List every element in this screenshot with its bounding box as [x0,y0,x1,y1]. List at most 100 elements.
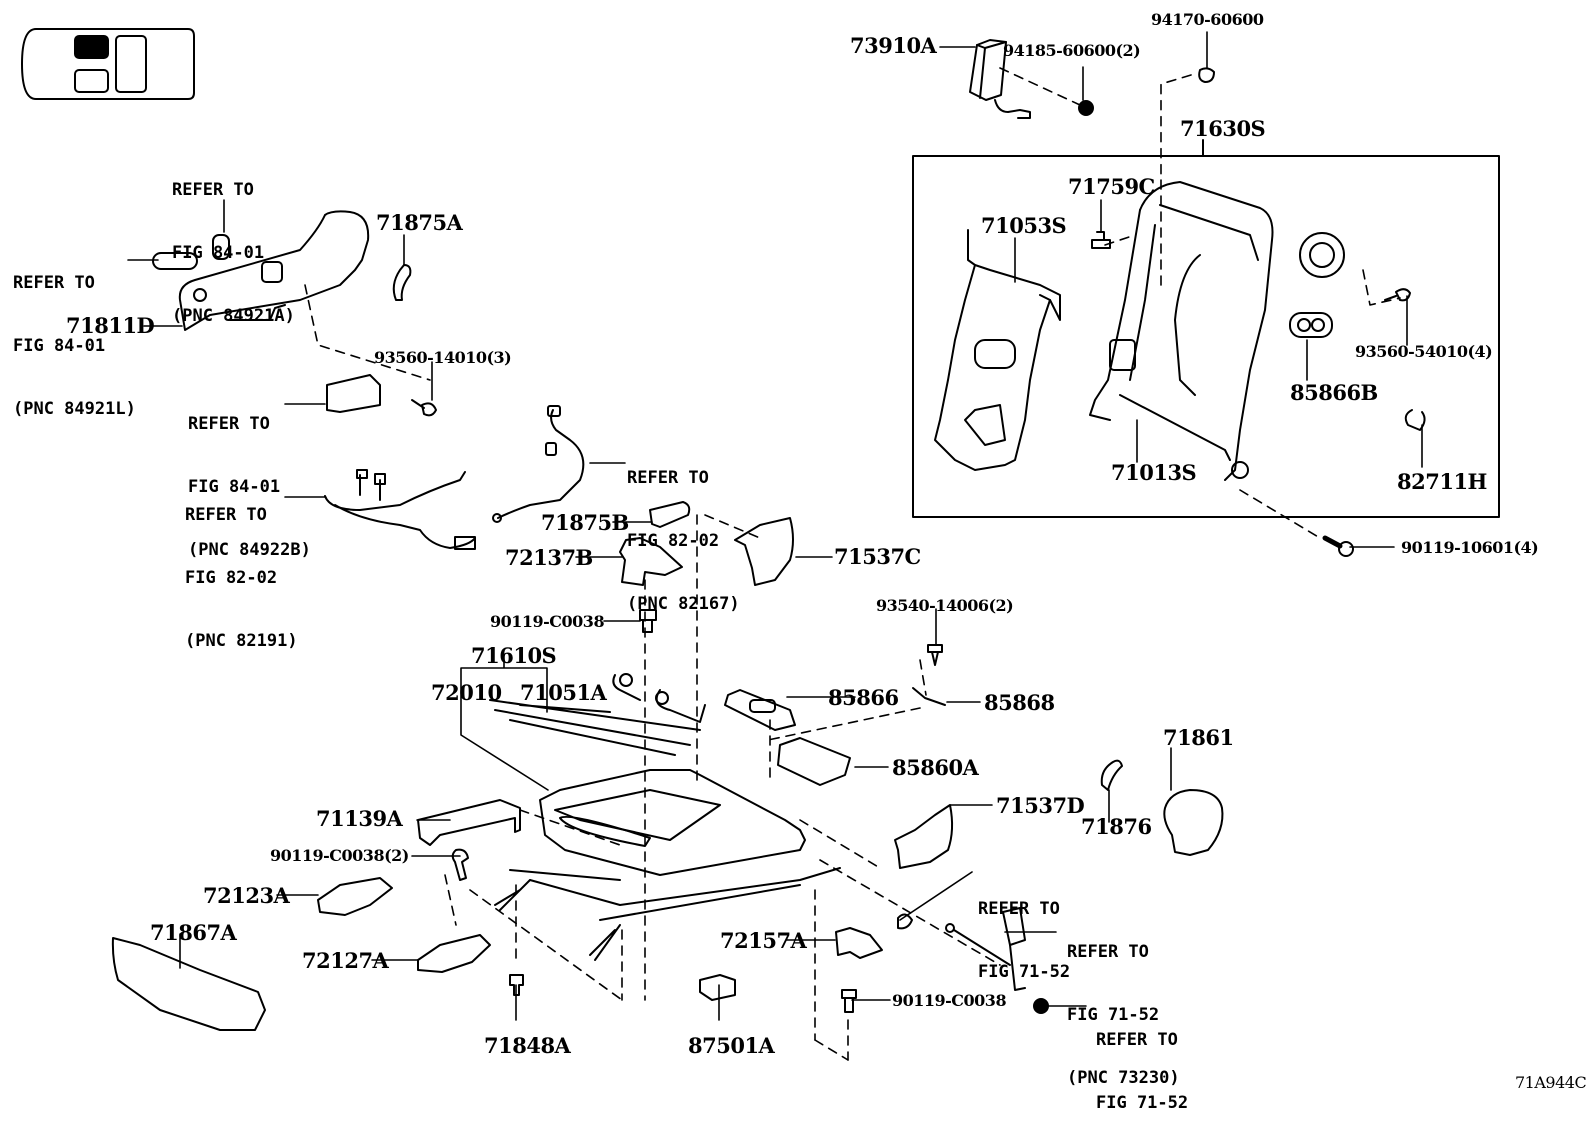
figure-id: 71A944C [1515,1073,1587,1092]
ref-line: FIG 71-52 [978,962,1071,982]
part-label-71051A[interactable]: 71051A [520,680,607,705]
refer-to-73230[interactable]: REFER TO FIG 71-52 (PNC 73230) [1067,900,1180,1110]
part-71013S-seatback-frame [1090,182,1273,480]
ref-line: REFER TO [185,505,267,525]
part-71875A-cover [394,265,411,300]
part-label-90119-C0038-a[interactable]: 90119-C0038 [490,612,605,631]
part-93560-54010-screw [1385,289,1410,300]
part-label-72010[interactable]: 72010 [431,680,502,705]
ref-line: FIG 82-02 [627,531,720,551]
part-label-72123A[interactable]: 72123A [203,883,290,908]
part-label-71875B[interactable]: 71875B [541,510,629,535]
part-seat-cushion-frame [495,770,840,960]
refer-to-82167[interactable]: REFER TO FIG 82-02 (PNC 82167) [627,426,740,636]
part-71876-cover [1102,761,1122,790]
part-label-71053S[interactable]: 71053S [981,213,1067,238]
part-94185-nut [1079,101,1093,115]
part-label-93540-14006[interactable]: 93540-14006(2) [876,596,1014,615]
part-71811D-side-shield [180,211,368,330]
group-box-71630S [913,156,1499,517]
part-label-73910A[interactable]: 73910A [850,33,937,58]
part-85860A-switch [778,738,850,785]
part-label-93560-14010[interactable]: 93560-14010(3) [374,348,512,367]
part-label-71139A[interactable]: 71139A [316,806,403,831]
part-label-72137B[interactable]: 72137B [505,545,593,570]
part-label-82711H[interactable]: 82711H [1397,469,1487,494]
part-71053S-back-board [935,230,1060,470]
part-71537D-cover [895,805,952,868]
part-label-93560-54010[interactable]: 93560-54010(4) [1355,342,1493,361]
part-72123A-cover [318,878,392,915]
refer-to-84921L[interactable]: REFER TO FIG 84-01 (PNC 84921L) [13,231,136,441]
part-71875B-cover [650,502,689,527]
ref-line: REFER TO [1096,1030,1178,1050]
part-71537C-cover [735,518,793,585]
part-84922B-switch [327,375,380,412]
refer-to-84921A[interactable]: REFER TO FIG 84-01 (PNC 84921A) [172,138,295,348]
seat-parts-diagram [0,0,1592,1099]
part-label-71537C[interactable]: 71537C [834,544,921,569]
part-label-71876[interactable]: 71876 [1081,814,1152,839]
ref-line: (PNC 84922B) [188,540,311,560]
part-label-94185-60600[interactable]: 94185-60600(2) [1003,41,1141,60]
part-label-71867A[interactable]: 71867A [150,920,237,945]
part-label-71861[interactable]: 71861 [1163,725,1234,750]
part-label-71848A[interactable]: 71848A [484,1033,571,1058]
part-label-87501A[interactable]: 87501A [688,1033,775,1058]
part-label-71630S[interactable]: 71630S [1180,116,1266,141]
part-label-90119-C0038-2[interactable]: 90119-C0038(2) [270,846,409,865]
ref-line: FIG 82-02 [185,568,278,588]
part-82167-wire-harness [493,406,583,522]
part-84921L-switch-knob [153,253,197,269]
part-label-90119-C0038-b[interactable]: 90119-C0038 [892,991,1007,1010]
ref-line: (PNC 84921L) [13,399,136,419]
part-label-85860A[interactable]: 85860A [892,755,979,780]
refer-to-82191[interactable]: REFER TO FIG 82-02 (PNC 82191) [185,463,298,673]
part-73230-seatbelt-buckle [946,908,1025,990]
part-71-52-nut [898,914,912,928]
part-84921A-switch-knob [213,235,229,259]
part-93540-screw [928,645,942,665]
part-85868-clip [913,688,945,705]
part-90119-C0038-bolt-b [842,990,856,1012]
part-85866-bezel [725,690,795,730]
ref-line: FIG 71-52 [1096,1093,1189,1113]
ref-line: (PNC 82191) [185,631,298,651]
part-71759C-clip [1092,232,1110,248]
part-label-71811D[interactable]: 71811D [66,313,155,338]
part-label-90119-10601[interactable]: 90119-10601(4) [1401,538,1539,557]
part-71139A-bracket [418,800,520,845]
refer-to-84922B[interactable]: REFER TO FIG 84-01 (PNC 84922B) [188,372,311,582]
part-label-71875A[interactable]: 71875A [376,210,463,235]
part-label-71537D[interactable]: 71537D [996,793,1085,818]
part-label-85866[interactable]: 85866 [828,685,899,710]
part-93560-14010-screw [412,400,436,415]
leader-lines [128,32,1422,1020]
assembly-dashed-lines [305,68,1400,1060]
part-71867A-cover [113,938,265,1030]
ref-line: (PNC 84921A) [172,306,295,326]
part-label-71610S[interactable]: 71610S [471,643,557,668]
part-72127A-cover [418,935,490,972]
part-label-71759C[interactable]: 71759C [1068,174,1155,199]
part-73910A-airbag [970,40,1030,118]
ref-line: REFER TO [978,899,1060,919]
ref-line: REFER TO [172,180,254,200]
refer-to-71-52-b[interactable]: REFER TO FIG 71-52 [1096,988,1188,1135]
part-label-72157A[interactable]: 72157A [720,928,807,953]
ref-line: FIG 84-01 [13,336,106,356]
part-label-72127A[interactable]: 72127A [302,948,389,973]
part-label-85866B[interactable]: 85866B [1290,380,1378,405]
part-82191-wire-harness [325,470,475,549]
part-71-52-nut-b [1034,999,1048,1013]
part-label-71013S[interactable]: 71013S [1111,460,1197,485]
ref-line: REFER TO [13,273,95,293]
part-90119-10601-bolt [1325,538,1353,556]
part-label-85868[interactable]: 85868 [984,690,1055,715]
part-82711H-clip [1406,410,1425,430]
refer-to-71-52-a[interactable]: REFER TO FIG 71-52 [978,857,1070,1004]
part-label-94170-60600[interactable]: 94170-60600 [1151,10,1264,29]
ref-line: FIG 84-01 [172,243,265,263]
part-72137B-bracket [620,538,682,585]
seat-locator-icon [22,29,194,99]
